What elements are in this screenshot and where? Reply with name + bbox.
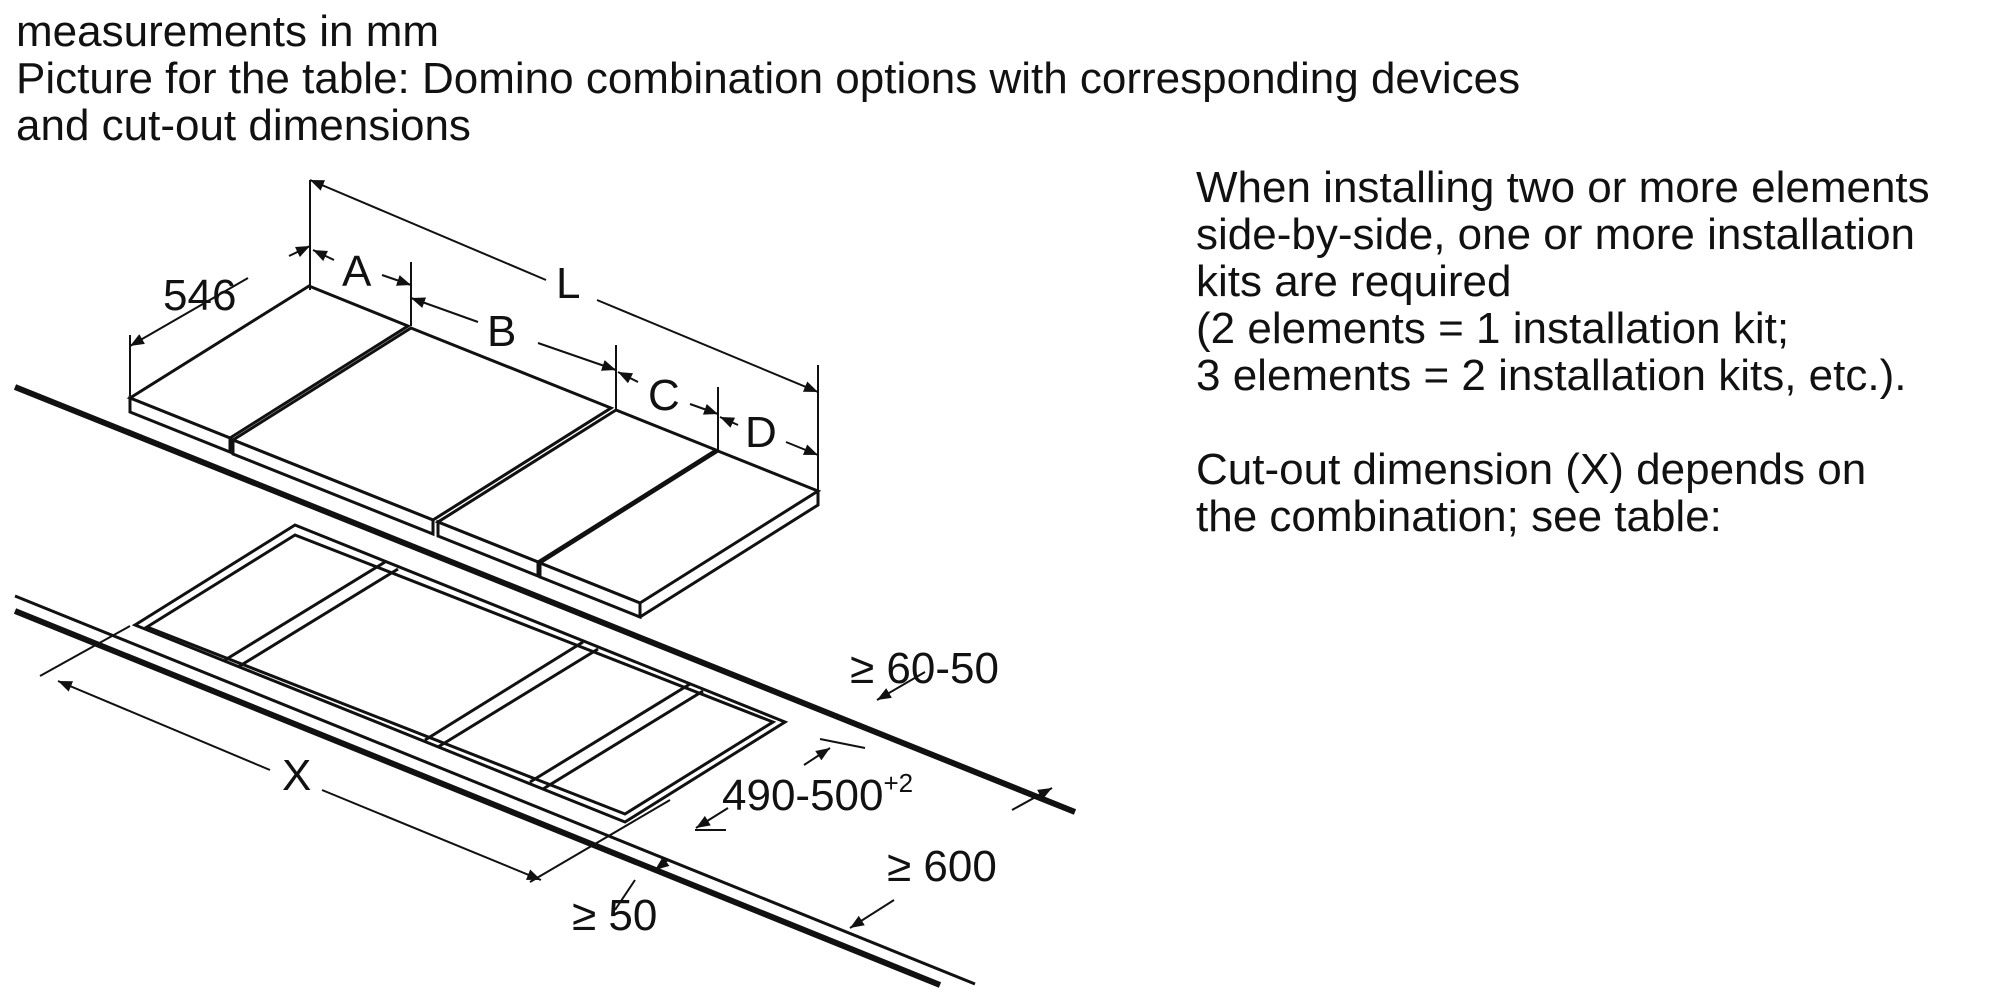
depth-label: 546	[163, 271, 236, 320]
hob-element-d	[536, 449, 822, 620]
picture-caption-line-2: and cut-out dimensions	[16, 101, 471, 150]
element-a-label: A	[342, 247, 372, 296]
element-b-label: B	[487, 307, 516, 356]
gap-front-label: ≥ 50	[572, 891, 657, 940]
element-d-label: D	[745, 408, 777, 457]
cutout-depth-label: 490-500+2	[722, 768, 913, 820]
hob-element-b	[229, 326, 615, 537]
info-line-2: side-by-side, one or more installation	[1196, 210, 1916, 259]
worktop-depth-label: ≥ 600	[887, 842, 997, 891]
info-line-5: 3 elements = 2 installation kits, etc.).	[1196, 351, 1907, 400]
measurement-unit-note: measurements in mm	[16, 7, 440, 56]
element-c-label: C	[648, 371, 680, 420]
cutout-depth-value: 490-500	[722, 771, 883, 820]
info-line-7: the combination; see table:	[1196, 492, 1722, 541]
picture-caption-line-1: Picture for the table: Domino combinatio…	[16, 54, 1521, 103]
info-line-4: (2 elements = 1 installation kit;	[1196, 304, 1790, 353]
cutout-frame	[131, 523, 789, 824]
installation-diagram: 546 A B C D L X 490-500+2 ≥ 60-50 ≥ 600 …	[13, 179, 1077, 988]
info-line-6: Cut-out dimension (X) depends on	[1196, 445, 1867, 494]
cutout-depth-tolerance: +2	[883, 768, 913, 798]
worktop-back-edge	[13, 384, 1077, 815]
worktop-front-edge	[13, 594, 976, 988]
info-line-3: kits are required	[1196, 257, 1512, 306]
hob-element-c	[434, 408, 720, 579]
info-spacer	[1196, 399, 1986, 446]
header: measurements in mm Picture for the table…	[16, 8, 1716, 149]
info-line-1: When installing two or more elements	[1196, 163, 1930, 212]
dimension-lines	[39, 179, 1053, 929]
hob-element-a	[126, 284, 412, 455]
installation-info: When installing two or more elements sid…	[1196, 164, 1986, 540]
cutout-x-label: X	[282, 751, 311, 800]
gap-back-label: ≥ 60-50	[850, 644, 999, 693]
length-label: L	[556, 259, 580, 308]
